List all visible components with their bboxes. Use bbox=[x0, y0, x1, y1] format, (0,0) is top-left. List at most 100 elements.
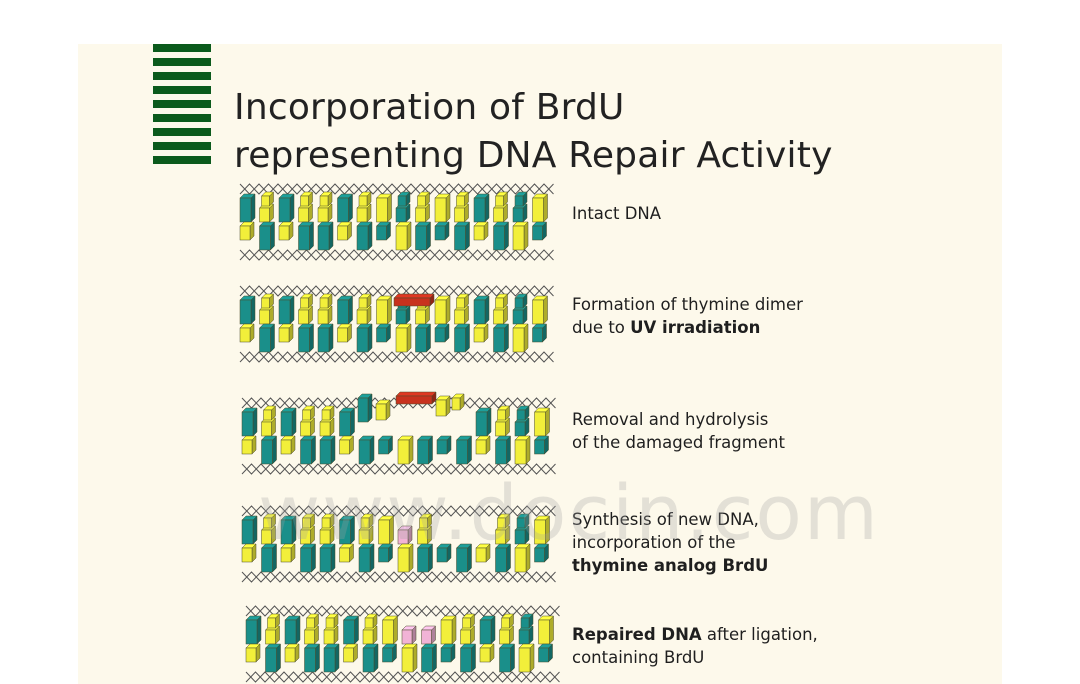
nucleotide-block bbox=[377, 515, 395, 545]
nucleotide-block bbox=[455, 293, 470, 309]
nucleotide-block bbox=[362, 643, 379, 673]
nucleotide-block bbox=[395, 203, 411, 223]
nucleotide-block bbox=[473, 295, 490, 325]
nucleotide-block bbox=[496, 513, 511, 529]
nucleotide-block bbox=[245, 643, 261, 663]
nucleotide-block bbox=[440, 615, 457, 645]
nucleotide-block bbox=[514, 417, 530, 437]
nucleotide-block bbox=[475, 435, 491, 455]
nucleotide-block bbox=[520, 613, 534, 629]
label-part: due to bbox=[572, 318, 631, 337]
nucleotide-block bbox=[453, 305, 470, 325]
nucleotide-block bbox=[453, 323, 471, 353]
nucleotide-block bbox=[414, 305, 431, 325]
nucleotide-block bbox=[434, 323, 450, 343]
nucleotide-block bbox=[473, 221, 489, 241]
nucleotide-block bbox=[416, 191, 431, 207]
nucleotide-block bbox=[342, 615, 360, 645]
nucleotide-block bbox=[356, 221, 373, 251]
nucleotide-block bbox=[414, 221, 432, 251]
nucleotide-block bbox=[239, 193, 256, 223]
nucleotide-block bbox=[516, 405, 530, 421]
nucleotide-block bbox=[498, 643, 516, 673]
nucleotide-block bbox=[397, 435, 414, 465]
nucleotide-block bbox=[260, 293, 275, 309]
nucleotide-block bbox=[358, 543, 375, 573]
label-part: Synthesis of new DNA, bbox=[572, 510, 759, 529]
label-part: incorporation of the bbox=[572, 533, 736, 552]
nucleotide-block bbox=[278, 295, 295, 325]
nucleotide-block bbox=[258, 221, 276, 251]
nucleotide-block bbox=[459, 625, 476, 645]
nucleotide-block bbox=[336, 323, 353, 343]
nucleotide-block bbox=[245, 615, 262, 645]
nucleotide-block bbox=[280, 435, 296, 455]
nucleotide-block bbox=[375, 323, 392, 343]
nucleotide-block bbox=[299, 293, 314, 309]
nucleotide-block bbox=[321, 513, 335, 529]
nucleotide-block bbox=[494, 543, 512, 573]
nucleotide-block bbox=[381, 615, 399, 645]
nucleotide-block bbox=[393, 293, 435, 307]
nucleotide-block bbox=[297, 323, 315, 353]
nucleotide-block bbox=[461, 613, 476, 629]
nucleotide-block bbox=[375, 399, 391, 421]
nucleotide-block bbox=[357, 393, 373, 423]
nucleotide-block bbox=[533, 515, 551, 545]
nucleotide-block bbox=[512, 203, 528, 223]
nucleotide-block bbox=[264, 625, 281, 645]
nucleotide-block bbox=[473, 323, 489, 343]
nucleotide-block bbox=[239, 323, 255, 343]
nucleotide-block bbox=[262, 513, 277, 529]
nucleotide-block bbox=[397, 191, 411, 207]
nucleotide-block bbox=[241, 543, 257, 563]
nucleotide-block bbox=[475, 543, 491, 563]
nucleotide-block bbox=[297, 221, 315, 251]
nucleotide-block bbox=[305, 613, 320, 629]
nucleotide-block bbox=[356, 323, 373, 353]
nucleotide-block bbox=[266, 613, 281, 629]
nucleotide-block bbox=[280, 407, 297, 437]
label-part: of the damaged fragment bbox=[572, 433, 785, 452]
nucleotide-block bbox=[531, 221, 548, 241]
nucleotide-block bbox=[319, 543, 336, 573]
nucleotide-block bbox=[239, 221, 255, 241]
label-part: UV irradiation bbox=[630, 318, 761, 337]
nucleotide-block bbox=[395, 323, 412, 353]
nucleotide-block bbox=[397, 543, 414, 573]
nucleotide-block bbox=[533, 407, 551, 437]
nucleotide-block bbox=[381, 643, 398, 663]
nucleotide-block bbox=[414, 323, 432, 353]
nucleotide-block bbox=[336, 295, 354, 325]
nucleotide-block bbox=[455, 191, 470, 207]
nucleotide-block bbox=[479, 643, 495, 663]
label-part: Repaired DNA bbox=[572, 625, 702, 644]
nucleotide-block bbox=[494, 293, 509, 309]
nucleotide-block bbox=[500, 613, 515, 629]
nucleotide-block bbox=[492, 203, 509, 223]
nucleotide-block bbox=[258, 323, 276, 353]
nucleotide-block bbox=[338, 435, 355, 455]
nucleotide-block bbox=[241, 515, 258, 545]
nucleotide-block bbox=[297, 203, 314, 223]
nucleotide-block bbox=[533, 543, 550, 563]
dna-strand-fragment-removed bbox=[241, 391, 556, 475]
dna-strand-thymine-dimer bbox=[239, 285, 554, 363]
nucleotide-block bbox=[258, 203, 275, 223]
nucleotide-block bbox=[494, 191, 509, 207]
nucleotide-block bbox=[531, 193, 549, 223]
nucleotide-block bbox=[317, 305, 333, 325]
nucleotide-block bbox=[260, 435, 278, 465]
nucleotide-block bbox=[338, 543, 355, 563]
nucleotide-block bbox=[323, 643, 340, 673]
nucleotide-block bbox=[498, 625, 515, 645]
nucleotide-block bbox=[319, 435, 336, 465]
nucleotide-block bbox=[459, 643, 477, 673]
nucleotide-block bbox=[299, 435, 317, 465]
nucleotide-block bbox=[420, 643, 438, 673]
step-label-repaired: Repaired DNA after ligation,containing B… bbox=[572, 623, 818, 669]
nucleotide-block bbox=[401, 625, 417, 645]
nucleotide-block bbox=[492, 221, 510, 251]
nucleotide-block bbox=[512, 323, 529, 353]
